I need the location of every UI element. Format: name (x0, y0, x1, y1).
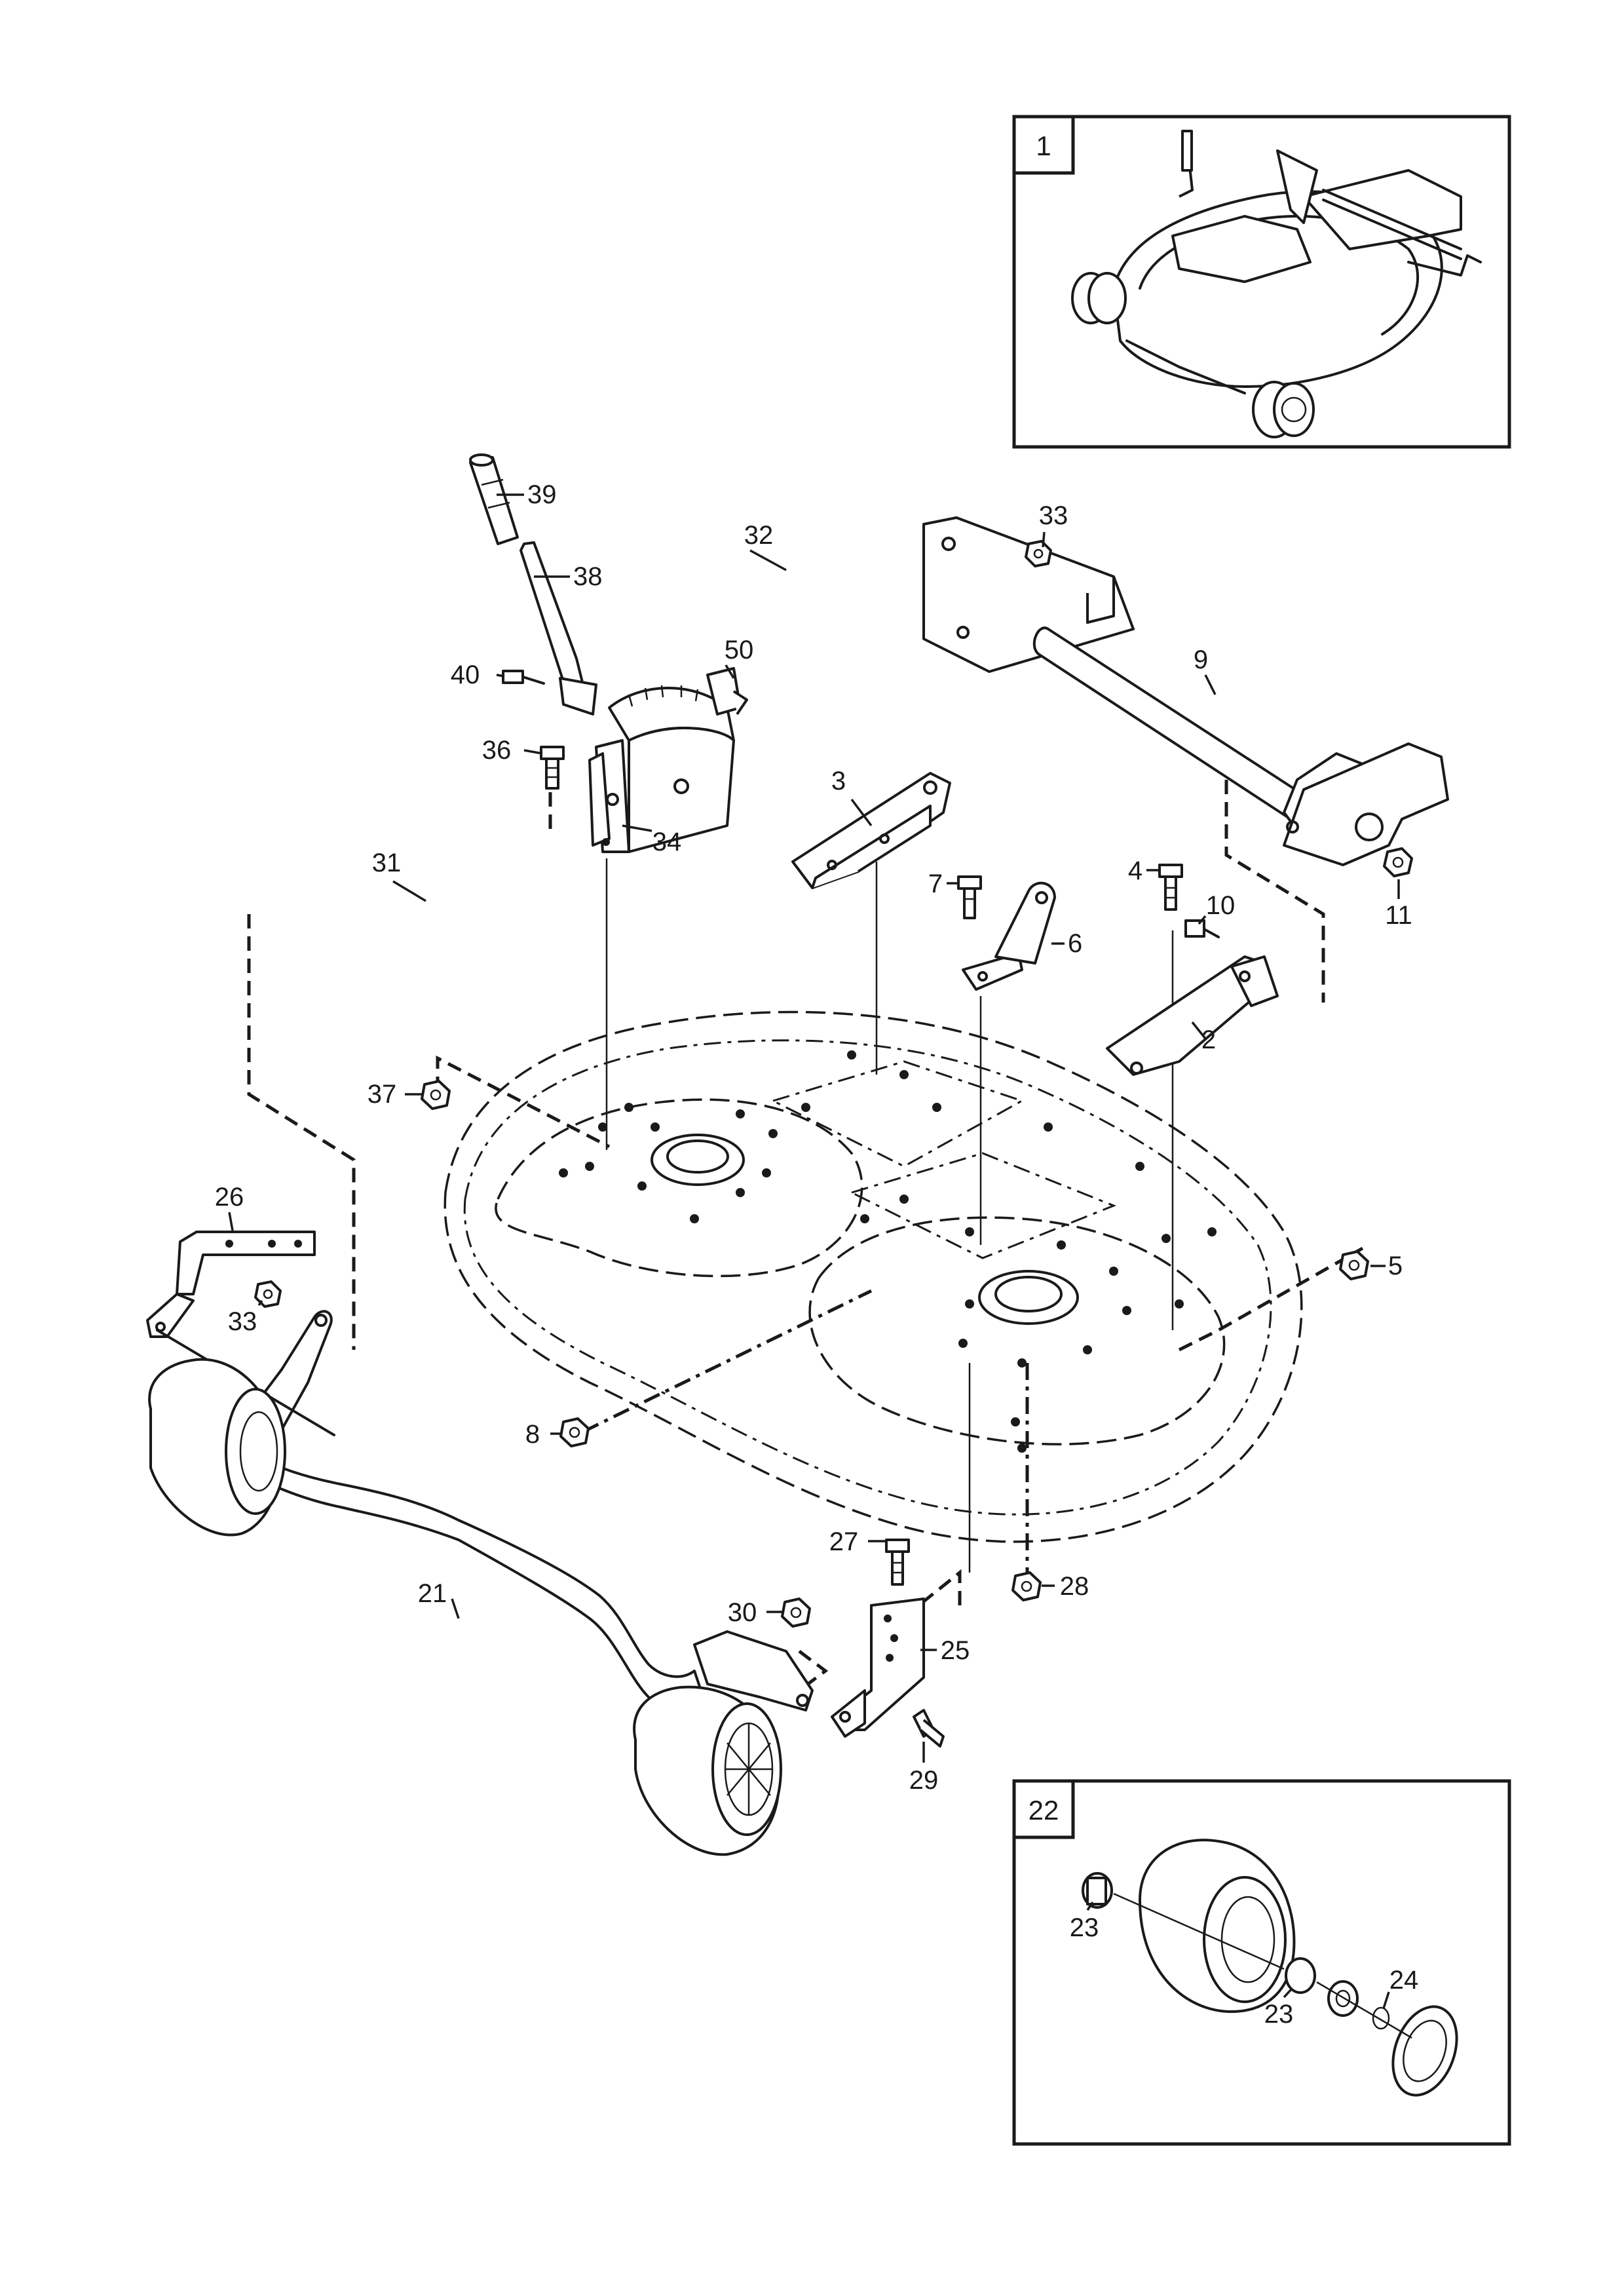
callout-numbers: 39 38 32 33 9 50 40 36 3 34 31 7 4 10 11… (215, 480, 1412, 1795)
callout-50: 50 (725, 636, 754, 664)
bolt-29 (913, 1709, 945, 1748)
bolt-7 (957, 875, 982, 919)
callout-34: 34 (652, 828, 682, 856)
bracket-3 (791, 772, 951, 889)
inset-22-number: 22 (1029, 1795, 1059, 1826)
nut-28 (1011, 1571, 1042, 1601)
callout-39: 39 (527, 480, 557, 509)
front-wheel-left (148, 1358, 286, 1537)
bracket-6 (962, 881, 1056, 991)
callout-28: 28 (1060, 1572, 1089, 1601)
callout-31: 31 (372, 849, 402, 877)
callout-8: 8 (525, 1420, 540, 1449)
callout-11: 11 (1385, 901, 1412, 930)
callout-23a: 23 (1070, 1913, 1099, 1942)
lift-lever-38 (519, 541, 597, 716)
lift-shaft-9 (922, 516, 1449, 866)
bolt-36 (540, 746, 565, 790)
nut-8 (559, 1417, 590, 1447)
callout-33-top: 33 (1039, 501, 1068, 530)
callout-4: 4 (1128, 856, 1142, 885)
inset-22-box: 22 23 23 24 (1012, 1779, 1511, 2146)
lift-rod-32 (660, 526, 932, 634)
wheel-exploded-illustration (1082, 1839, 1458, 2097)
wheel-bracket-26 (146, 1231, 316, 1338)
callout-5: 5 (1388, 1252, 1403, 1280)
callout-32: 32 (744, 521, 774, 550)
assembled-deck-illustration (1071, 130, 1482, 438)
callout-25: 25 (941, 1636, 970, 1665)
callout-leaders (228, 493, 1400, 1763)
inset-1-number: 1 (1036, 130, 1051, 161)
nut-33-bottom (254, 1280, 282, 1308)
callout-36: 36 (482, 736, 512, 765)
bolt-40 (502, 670, 545, 685)
callout-6: 6 (1068, 929, 1082, 958)
callout-9: 9 (1194, 645, 1208, 674)
bolt-27 (885, 1539, 910, 1586)
callout-10: 10 (1206, 891, 1236, 920)
nut-37 (421, 1080, 451, 1110)
nut-5 (1339, 1250, 1369, 1280)
height-sector-34 (588, 685, 735, 853)
callout-29: 29 (909, 1766, 939, 1795)
mower-deck-outline (444, 1010, 1303, 1543)
callout-23b: 23 (1264, 2000, 1294, 2029)
bolt-4 (1158, 864, 1183, 911)
nut-11 (1383, 847, 1413, 877)
spring-clip-50 (706, 667, 748, 716)
bolt-10 (1184, 919, 1220, 938)
callout-40: 40 (451, 660, 480, 689)
callout-37: 37 (368, 1080, 397, 1109)
callout-27: 27 (829, 1527, 859, 1556)
callout-21: 21 (418, 1579, 447, 1608)
nut-33-top (1025, 540, 1052, 567)
callout-24: 24 (1389, 1966, 1419, 1995)
deck-holes (559, 1050, 1217, 1453)
nut-30 (781, 1598, 811, 1628)
callout-3: 3 (831, 767, 846, 795)
handle-grip-39 (469, 453, 519, 545)
inset-1-box: 1 (1012, 115, 1511, 449)
callout-26: 26 (215, 1183, 244, 1212)
bracket-2 (1106, 955, 1279, 1076)
callout-38: 38 (573, 562, 603, 591)
link-rod-31 (299, 840, 516, 936)
alignment-lines (605, 858, 1174, 1573)
callout-2: 2 (1201, 1025, 1216, 1054)
front-wheel-right (633, 1685, 782, 1856)
callout-30: 30 (728, 1598, 757, 1627)
callout-33-bottom: 33 (228, 1307, 257, 1336)
callout-7: 7 (928, 870, 943, 898)
wheel-bracket-25 (831, 1598, 925, 1738)
